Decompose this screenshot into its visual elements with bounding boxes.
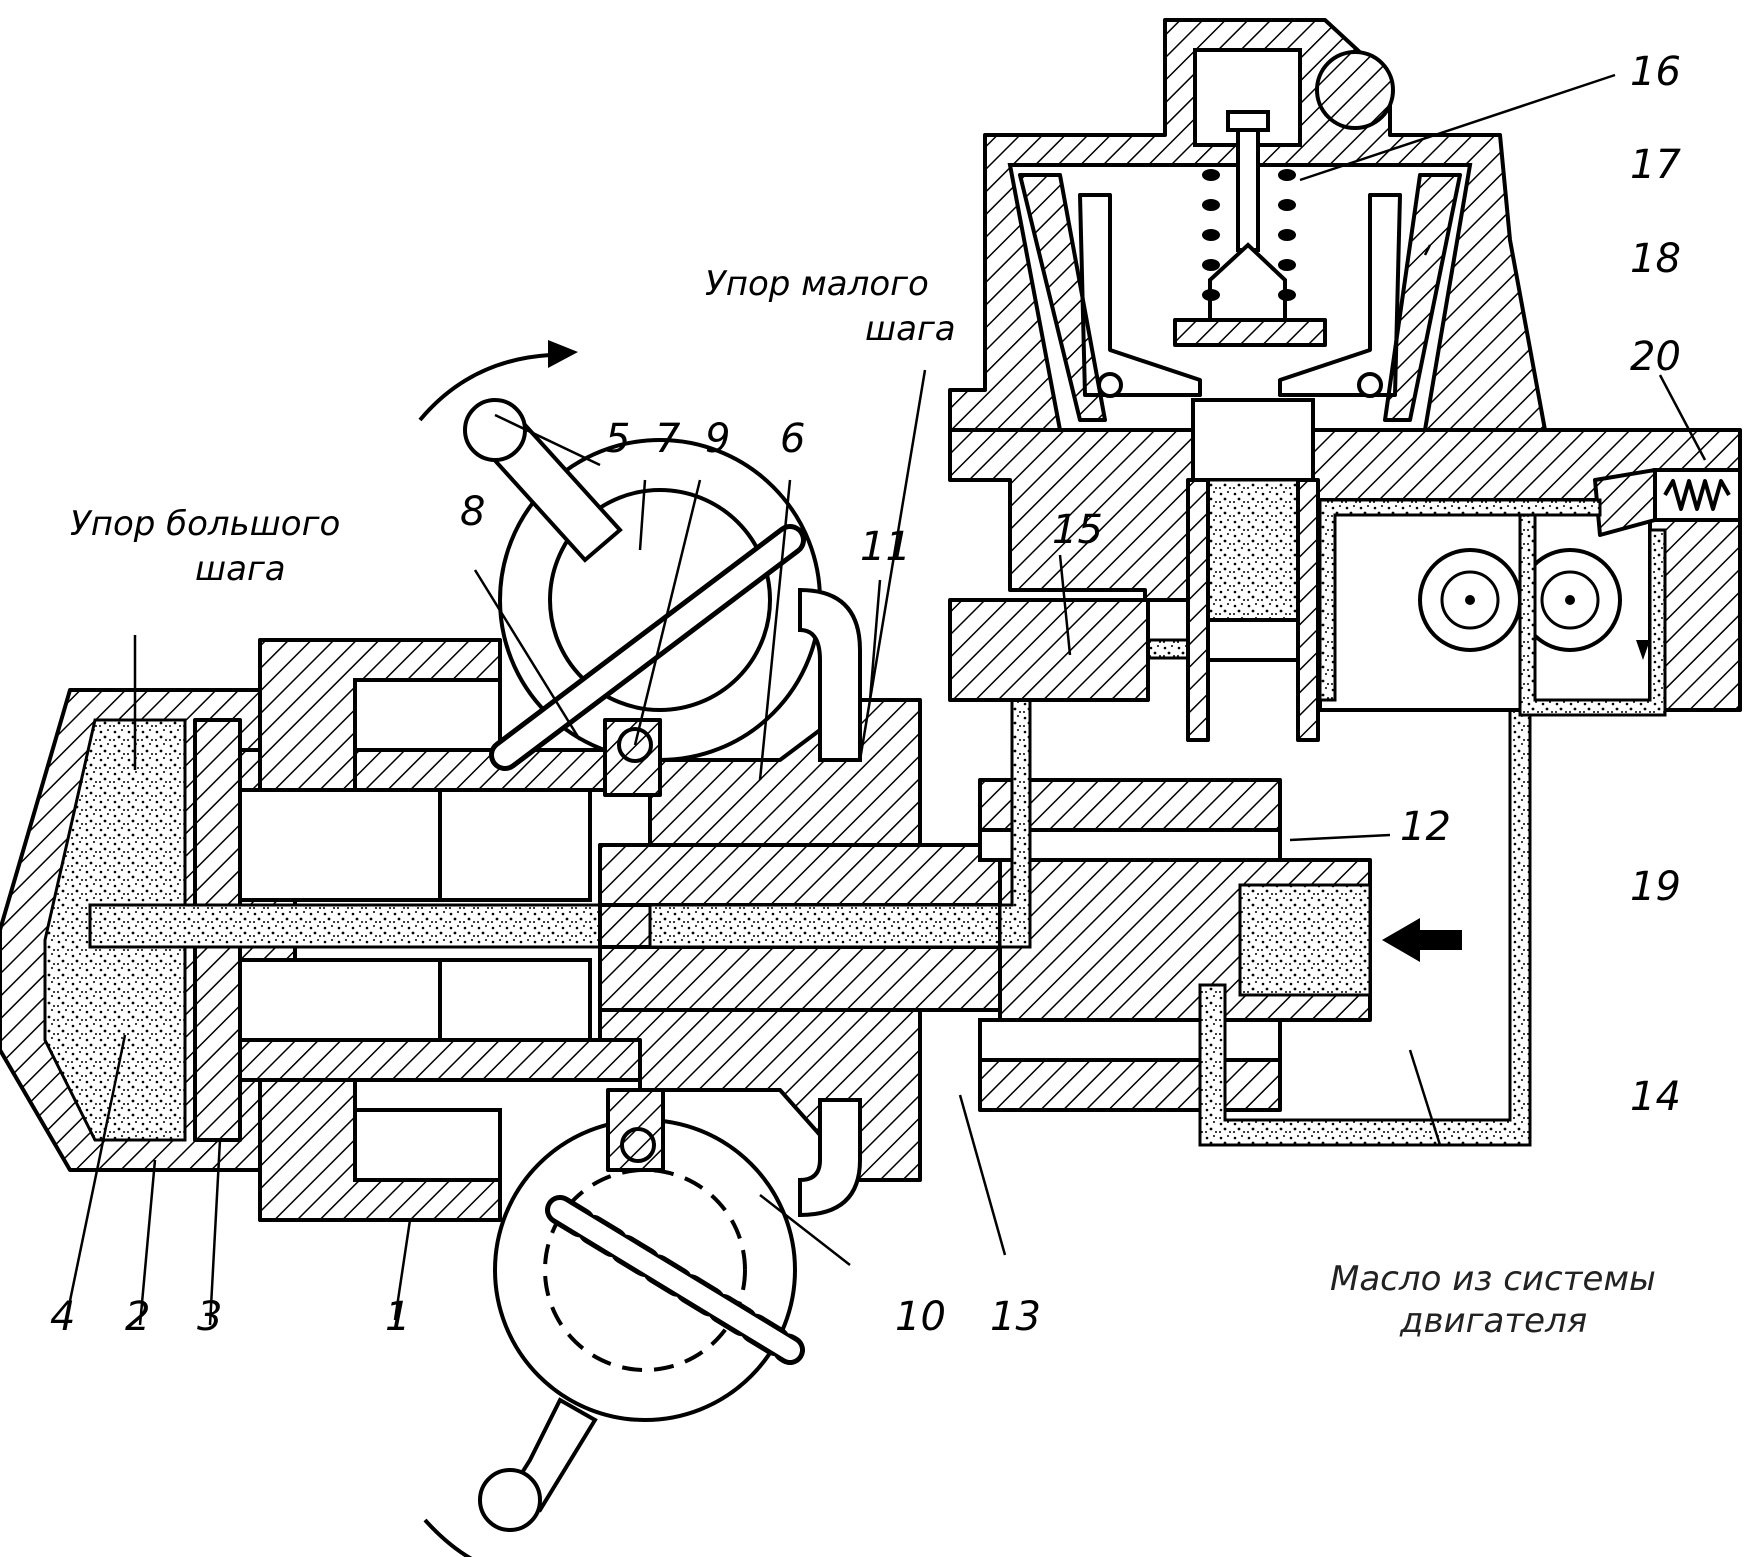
large-pitch-stop-label-line1: Упор большого xyxy=(70,504,340,544)
annotations: Упор большого шага Упор малого шага Масл… xyxy=(70,264,1656,1341)
large-pitch-stop-label-line2: шага xyxy=(195,549,286,589)
label-8: 8 xyxy=(460,489,485,535)
label-11: 11 xyxy=(860,524,911,570)
label-5: 5 xyxy=(605,416,630,462)
rotation-arrow-top-icon xyxy=(548,340,578,368)
governor-assembly xyxy=(948,18,1742,742)
label-17: 17 xyxy=(1630,142,1681,188)
label-15: 15 xyxy=(1052,507,1103,553)
label-2: 2 xyxy=(125,1294,150,1340)
label-20: 20 xyxy=(1630,334,1681,380)
label-3: 3 xyxy=(197,1294,222,1340)
label-4: 4 xyxy=(50,1294,75,1340)
label-1: 1 xyxy=(385,1294,410,1340)
counterweight-lower xyxy=(423,1088,862,1557)
oil-source-label-line2: двигателя xyxy=(1399,1301,1587,1341)
label-6: 6 xyxy=(780,416,805,462)
counterweight-upper xyxy=(418,340,862,797)
label-12: 12 xyxy=(1400,804,1451,850)
leader-lines xyxy=(63,73,1707,1326)
label-13: 13 xyxy=(990,1294,1041,1340)
label-9: 9 xyxy=(705,416,730,462)
hub-housing xyxy=(0,638,1022,1222)
label-14: 14 xyxy=(1630,1074,1681,1120)
part-numbers: 4 2 3 1 5 7 9 6 8 11 15 12 10 13 16 17 1… xyxy=(50,49,1681,1340)
label-16: 16 xyxy=(1630,49,1681,95)
engine-shaft xyxy=(978,778,1372,1112)
oil-inlet-arrow-icon xyxy=(1382,918,1462,962)
shaft-oil-inlet xyxy=(1238,883,1372,997)
central-oil-tube xyxy=(88,903,652,949)
small-pitch-stop-label-line1: Упор малого xyxy=(705,264,929,304)
label-7: 7 xyxy=(655,416,681,462)
label-18: 18 xyxy=(1630,236,1681,282)
label-10: 10 xyxy=(895,1294,946,1340)
small-pitch-stop-label-line2: шага xyxy=(865,309,956,349)
label-19: 19 xyxy=(1630,864,1681,910)
oil-source-label-line1: Масло из системы xyxy=(1330,1259,1656,1299)
